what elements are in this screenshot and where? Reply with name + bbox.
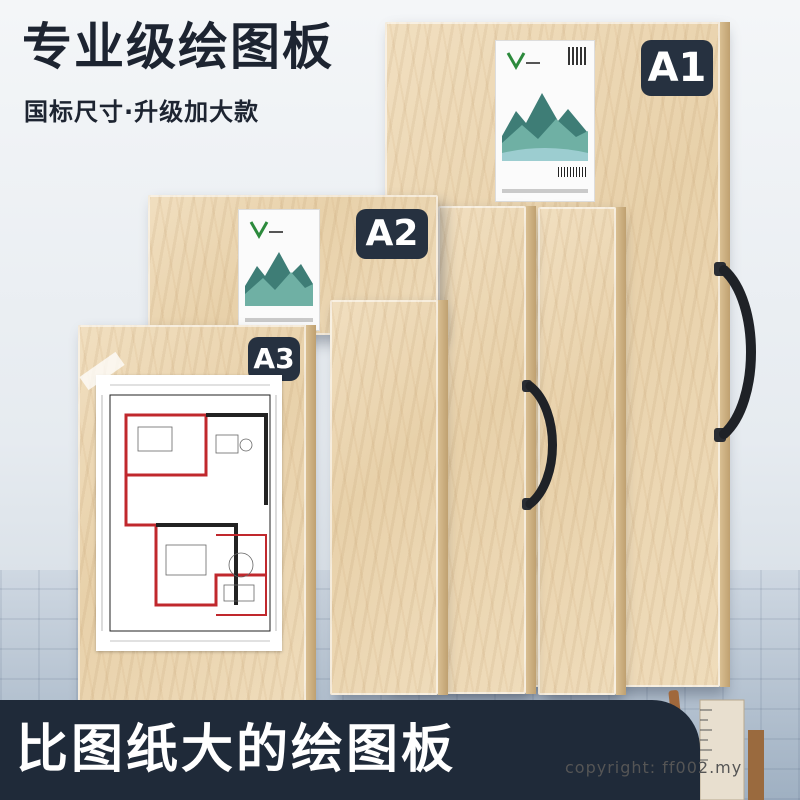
brand-logo xyxy=(506,52,540,71)
floor-plan-drawing xyxy=(101,384,277,642)
drawing-board-a2-body xyxy=(330,300,448,695)
board-edge xyxy=(526,206,536,694)
drawing-board-a2: A2 xyxy=(148,195,438,335)
watermark: copyright: ff002.my xyxy=(565,758,743,777)
page-subtitle: 国标尺寸·升级加大款 xyxy=(24,98,260,126)
carry-handle-a2 xyxy=(522,380,557,510)
product-label xyxy=(238,209,320,331)
board-edge xyxy=(720,22,730,687)
drawing-board-a3: A3 xyxy=(78,325,316,715)
size-tag-a1: A1 xyxy=(641,40,713,96)
board-edge xyxy=(306,325,316,715)
board-edge xyxy=(616,207,626,695)
page-title: 专业级绘图板 xyxy=(22,18,334,76)
landscape-painting xyxy=(245,252,313,306)
size-tag-a2: A2 xyxy=(356,209,428,259)
product-label xyxy=(495,40,595,202)
floor-plan-sheet xyxy=(96,375,282,651)
landscape-painting xyxy=(502,93,588,161)
label-fine-print xyxy=(502,189,588,193)
board-edge xyxy=(438,300,448,695)
carry-handle-a1 xyxy=(714,262,756,442)
qr-code xyxy=(568,47,586,65)
drawing-board-back-1 xyxy=(438,206,536,694)
barcode xyxy=(558,167,586,177)
bottom-banner xyxy=(0,700,700,800)
label-fine-print xyxy=(245,318,313,322)
size-tag-a3: A3 xyxy=(248,337,300,381)
banner-slogan: 比图纸大的绘图板 xyxy=(16,720,457,780)
brand-logo xyxy=(249,221,283,240)
